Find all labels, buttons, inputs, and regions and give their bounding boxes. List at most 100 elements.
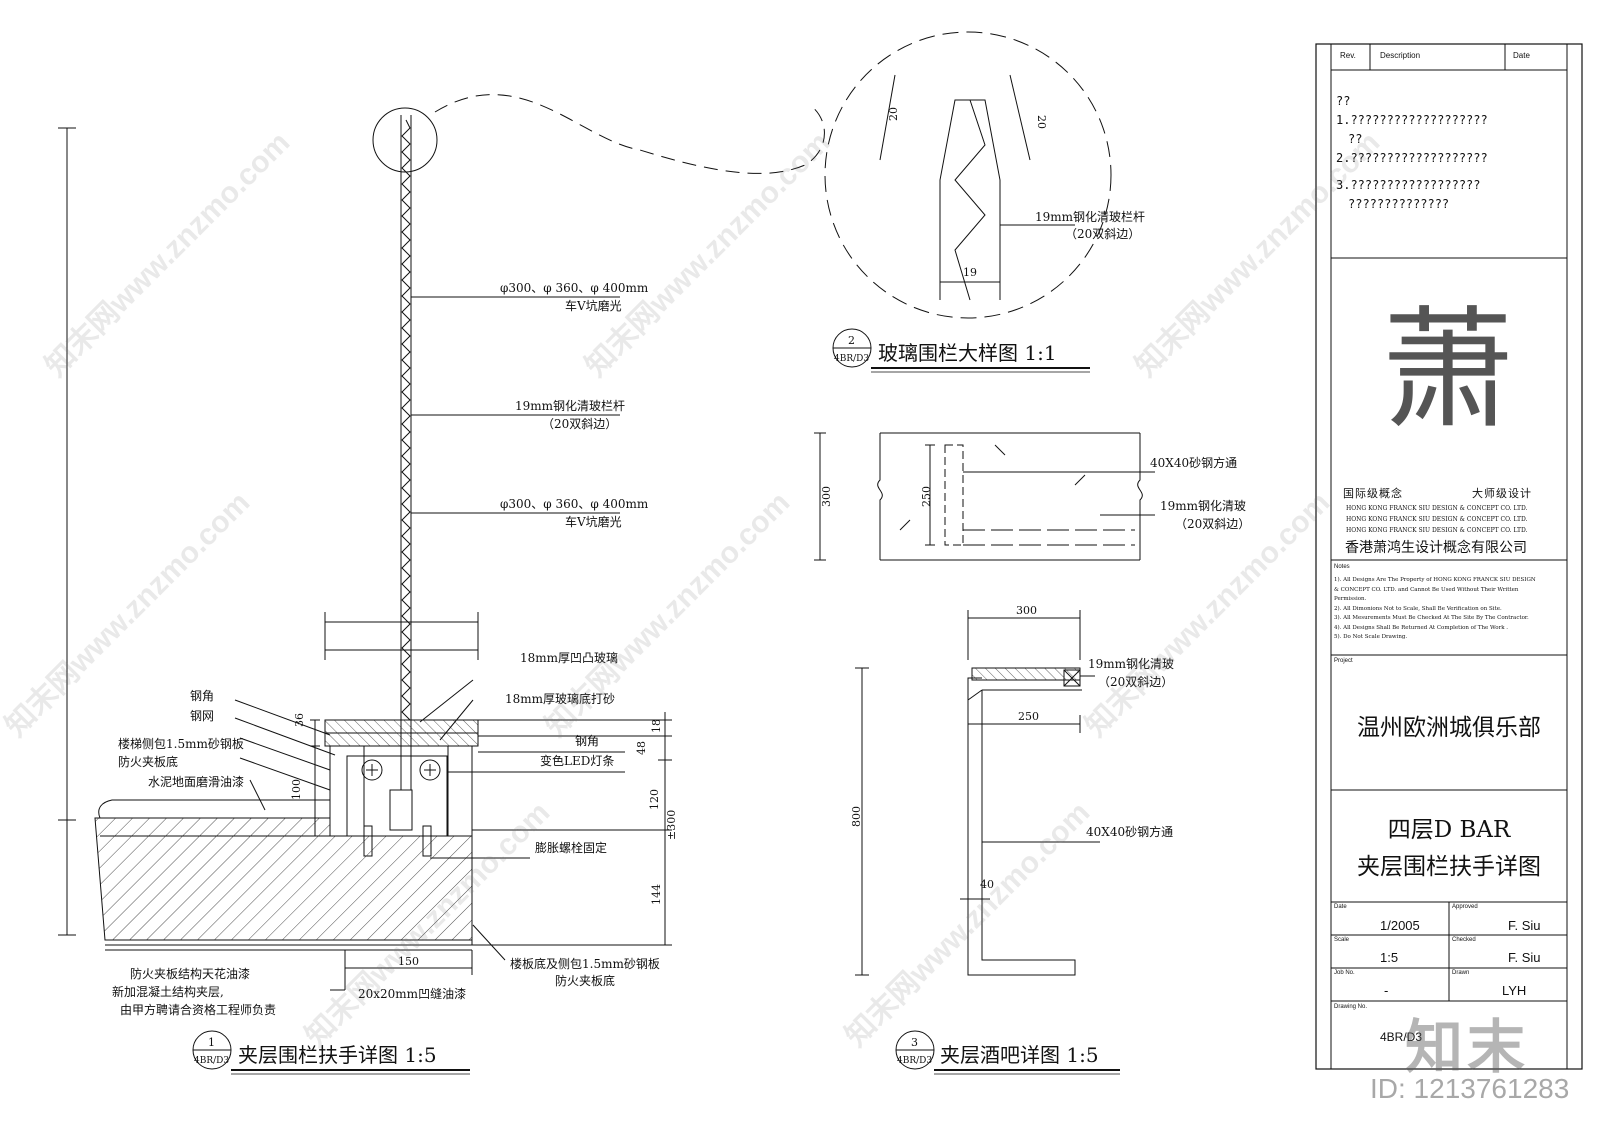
watermark-brand: 知末: [1405, 1015, 1530, 1080]
note-line: 2). All Dimonions Not to Scale, Shall Be…: [1334, 605, 1502, 612]
dim-48: 48: [635, 741, 648, 755]
drawn-label: Drawn: [1452, 970, 1470, 976]
section-a-tube-label: 40X40砂钢方通: [1150, 455, 1237, 470]
label-glass-rail: 19mm钢化清玻栏杆: [515, 398, 625, 413]
detail-2-bevel-label: （20双斜边）: [1065, 227, 1140, 241]
detail-2-graphics: [824, 31, 1112, 319]
label-stair-clad: 楼梯侧包1.5mm砂钢板: [118, 736, 244, 751]
drawn-value: LYH: [1502, 983, 1527, 998]
detail-3-dim-40: 40: [980, 878, 994, 891]
company-en-line: HONG KONG FRANCK SIU DESIGN & CONCEPT CO…: [1346, 505, 1528, 512]
detail-3-number: 3: [911, 1036, 918, 1049]
label-slab-clad: 楼板底及侧包1.5mm砂钢板: [510, 956, 660, 971]
title-block-frame: [1315, 43, 1583, 1070]
detail-1-graphics: [58, 94, 825, 991]
drawing-no-label: Drawing No.: [1334, 1004, 1368, 1010]
section-a-dim-300: 300: [820, 486, 833, 507]
note-line: & CONCEPT CO. LTD. and Cannot Be Used Wi…: [1334, 586, 1519, 593]
detail-3-dim-300: 300: [1016, 604, 1037, 617]
dim-120: 120: [648, 789, 661, 810]
detail-3-dim-250: 250: [1018, 710, 1039, 723]
slogan-right: 大师级设计: [1472, 487, 1532, 500]
revision-line: 1.???????????????????: [1336, 113, 1488, 127]
label-engineer: 由甲方聘请合资格工程师负责: [120, 1002, 276, 1017]
label-sand-glass: 18mm厚玻璃底打砂: [505, 691, 615, 706]
date-label: Date: [1334, 904, 1347, 910]
detail-3-dim-800: 800: [850, 806, 863, 827]
checked-label: Checked: [1452, 937, 1476, 943]
section-a-dim-250: 250: [920, 486, 933, 507]
label-fireboard: 防火夹板底: [118, 754, 178, 769]
scale-label: Scale: [1334, 937, 1350, 943]
label-anchor: 膨胀螺栓固定: [535, 840, 607, 855]
detail-3-callout: 3 4BR/D3 夹层酒吧详图 1:5: [895, 1030, 1120, 1075]
section-a-graphics: [814, 432, 1155, 561]
detail-3-title: 夹层酒吧详图 1:5: [940, 1043, 1099, 1067]
dim-100: 100: [290, 779, 303, 800]
label-concave-glass: 18mm厚凹凸玻璃: [520, 651, 618, 665]
dim-144: 144: [650, 884, 663, 905]
company-cn: 香港萧鸿生设计概念有限公司: [1345, 540, 1527, 556]
revision-line: ??: [1336, 94, 1351, 108]
job-no-value: -: [1384, 983, 1389, 998]
rev-header: Rev.: [1340, 51, 1356, 60]
approved-value: F. Siu: [1508, 918, 1541, 933]
revision-line: 2.???????????????????: [1336, 151, 1488, 165]
label-steel-angle-left: 钢角: [190, 689, 214, 703]
note-line: 5). Do Not Scale Drawing.: [1334, 634, 1408, 640]
drawing-title-line-2: 夹层围栏扶手详图: [1357, 854, 1541, 880]
drawing-no-value: 4BR/D3: [1380, 1030, 1423, 1044]
dim-36: 36: [293, 713, 306, 727]
detail-1-number: 1: [208, 1036, 215, 1049]
approved-label: Approved: [1452, 904, 1478, 910]
logo-glyph: 萧: [1382, 294, 1514, 448]
label-ceiling-paint: 防火夹板结构天花油漆: [130, 966, 250, 981]
notes-list: 1). All Designs Are The Property of HONG…: [1334, 576, 1536, 643]
section-a-bevel-label: （20双斜边）: [1175, 517, 1250, 531]
label-mesh: 钢网: [190, 709, 214, 723]
note-line: Permission.: [1334, 596, 1367, 602]
label-bevel: （20双斜边）: [542, 417, 617, 431]
checked-value: F. Siu: [1508, 950, 1541, 965]
dim-300: ±300: [665, 810, 678, 840]
label-groove: 20x20mm凹缝油漆: [358, 986, 466, 1001]
note-line: 3). All Mesurements Must Be Checked At T…: [1334, 615, 1529, 621]
revision-line: ??????????????: [1348, 197, 1450, 211]
label-floor-paint: 水泥地面磨滑油漆: [148, 775, 244, 789]
dim-150: 150: [398, 955, 419, 968]
detail-2-number: 2: [848, 334, 855, 347]
company-en-line: HONG KONG FRANCK SIU DESIGN & CONCEPT CO…: [1346, 516, 1528, 523]
dim-18: 18: [650, 719, 663, 733]
description-header: Description: [1380, 51, 1421, 60]
detail-2-callout: 2 4BR/D3 玻璃围栏大样图 1:1: [832, 328, 1090, 373]
detail-2-dim-a: 20: [887, 107, 900, 121]
revision-line: ??: [1348, 132, 1363, 146]
detail-2-dim-b: 20: [1035, 115, 1048, 129]
detail-2-sheet: 4BR/D3: [834, 354, 869, 364]
detail-1-callout: 1 4BR/D3 夹层围栏扶手详图 1:5: [192, 1030, 470, 1075]
scale-value: 1:5: [1380, 950, 1399, 965]
detail-1-sheet: 4BR/D3: [194, 1056, 229, 1066]
date-value: 1/2005: [1380, 918, 1420, 933]
detail-2-title: 玻璃围栏大样图 1:1: [878, 341, 1057, 365]
job-no-label: Job No.: [1334, 970, 1355, 976]
detail-3-graphics: [855, 610, 1100, 976]
detail-3-sheet: 4BR/D3: [897, 1056, 932, 1066]
note-line: 4). All Designs Shall Be Returned At Com…: [1334, 624, 1509, 631]
detail-2-dim-c: 19: [963, 266, 977, 279]
company-en: HONG KONG FRANCK SIU DESIGN & CONCEPT CO…: [1346, 503, 1528, 536]
label-phi-b: φ300、φ 360、φ 400mm: [500, 497, 649, 511]
watermark-id: ID: 1213761283: [1370, 1073, 1570, 1104]
detail-3-bevel-label: （20双斜边）: [1098, 675, 1173, 689]
notes-header: Notes: [1334, 564, 1350, 570]
label-vgroove-a: 车V坑磨光: [565, 298, 622, 313]
note-line: 1). All Designs Are The Property of HONG…: [1334, 577, 1536, 583]
section-a-glass-label: 19mm钢化清玻: [1160, 499, 1246, 513]
label-new-concrete: 新加混凝土结构夹层,: [112, 984, 224, 999]
label-led: 变色LED灯条: [540, 753, 614, 768]
detail-3-tube-label: 40X40砂钢方通: [1086, 824, 1173, 839]
revision-lines: ?? 1.??????????????????? ?? 2.??????????…: [1336, 92, 1488, 214]
detail-3-glass-label: 19mm钢化清玻: [1088, 657, 1174, 671]
date-header: Date: [1513, 51, 1530, 60]
